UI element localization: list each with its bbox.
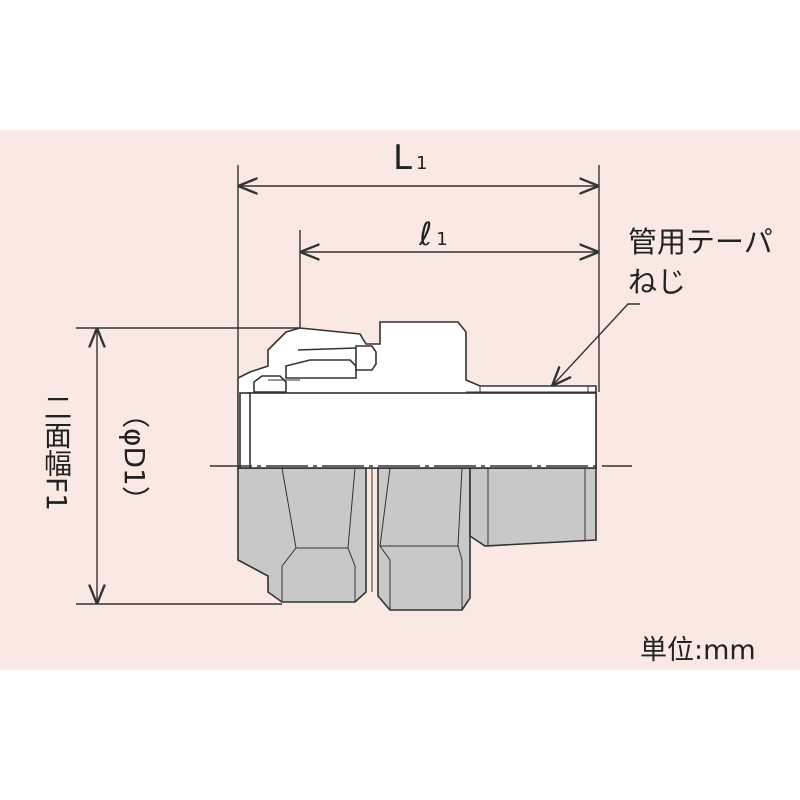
dimension-lines bbox=[76, 165, 640, 605]
outer-diameter-label: （φD1） bbox=[118, 400, 151, 514]
thread-length-sub: 1 bbox=[436, 229, 448, 250]
overall-length-sub: 1 bbox=[415, 153, 428, 174]
thread-length-main: ℓ bbox=[419, 215, 433, 253]
width-across-flats-label: 二面幅F1 bbox=[40, 393, 73, 511]
overall-length-main: L bbox=[393, 138, 412, 178]
taper-thread-line1: 管用テーパ bbox=[628, 225, 773, 259]
fitting-upper-body bbox=[237, 321, 597, 469]
taper-thread-label: 管用テーパ ねじ bbox=[628, 222, 773, 302]
fitting-lower-section bbox=[237, 467, 597, 611]
taper-thread-line2: ねじ bbox=[628, 265, 687, 299]
unit-label: 単位:mm bbox=[640, 635, 756, 666]
